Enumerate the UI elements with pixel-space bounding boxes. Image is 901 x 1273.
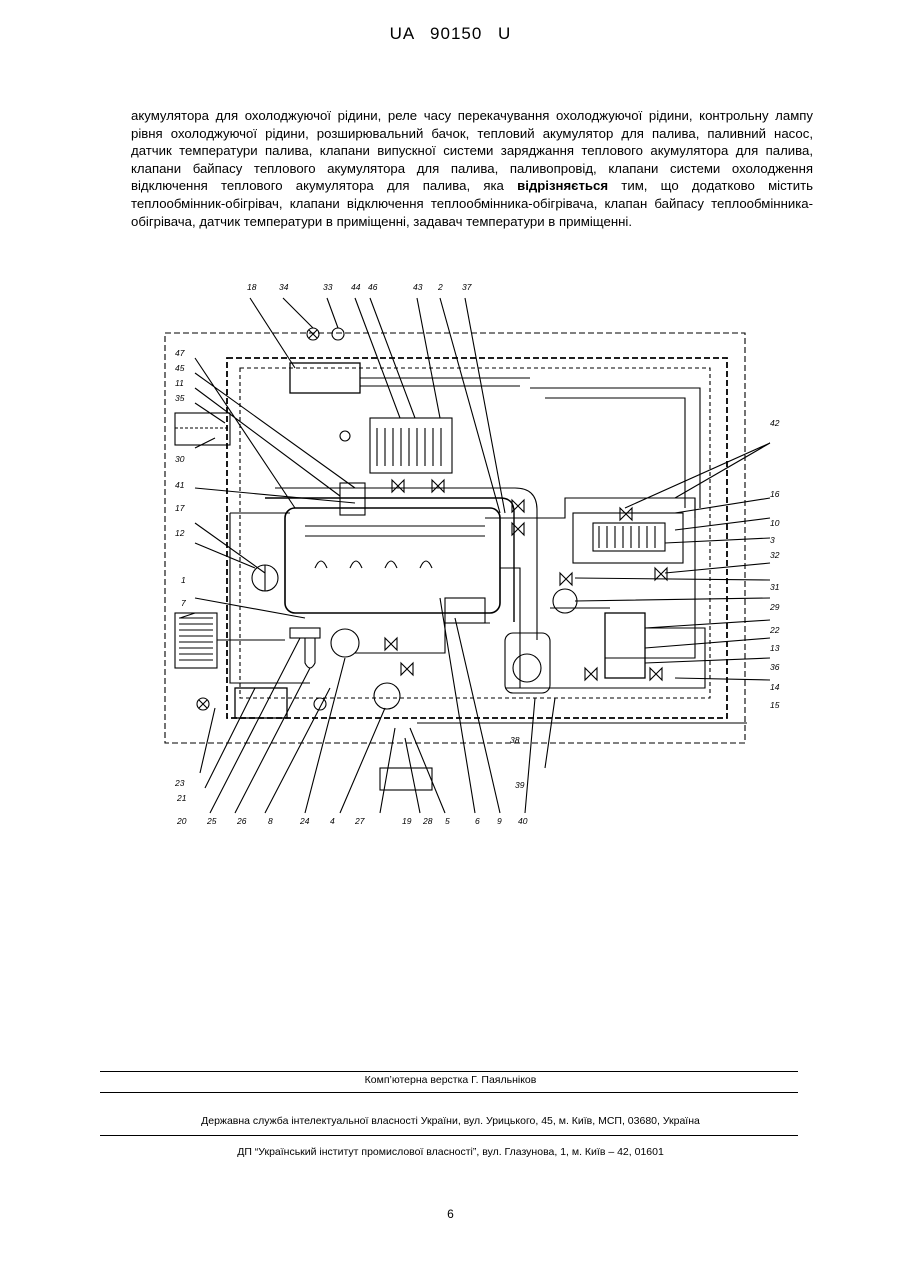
system-schematic-figure: 18 34 33 44 46 43 2 37 47 45 11 35 30 41… <box>155 268 805 833</box>
fig-label: 28 <box>422 816 433 826</box>
fuel-heat-accumulator <box>605 613 645 678</box>
fig-label: 41 <box>175 480 185 490</box>
fig-label: 1 <box>181 575 186 585</box>
fig-label: 9 <box>497 816 502 826</box>
fig-label: 15 <box>770 700 780 710</box>
institute-address: ДП “Український інститут промислової вла… <box>0 1146 901 1158</box>
fig-label: 29 <box>769 602 780 612</box>
outer-dashed-loop <box>165 333 745 743</box>
fig-label: 47 <box>175 348 185 358</box>
circulation-pump <box>513 654 541 682</box>
fig-label: 17 <box>175 503 185 513</box>
fig-label: 18 <box>247 282 257 292</box>
fig-label: 11 <box>175 378 184 388</box>
fig-label: 33 <box>323 282 333 292</box>
fuel-pump <box>374 683 400 709</box>
fig-label: 5 <box>445 816 450 826</box>
fig-label: 39 <box>515 780 525 790</box>
fig-label: 3 <box>770 535 775 545</box>
fig-label: 12 <box>175 528 185 538</box>
schematic-drawing: 18 34 33 44 46 43 2 37 47 45 11 35 30 41… <box>155 268 805 828</box>
engine-block <box>285 508 500 613</box>
page-number: 6 <box>0 1207 901 1221</box>
fig-label: 13 <box>770 643 780 653</box>
fig-label: 23 <box>174 778 185 788</box>
fig-label: 46 <box>368 282 378 292</box>
heater-radiator <box>370 418 452 473</box>
heat-exchanger-heater <box>573 513 683 563</box>
fig-label: 43 <box>413 282 423 292</box>
gauge-indicator-icon <box>332 328 344 340</box>
fig-label: 21 <box>176 793 187 803</box>
fig-label: 45 <box>175 363 185 373</box>
fig-label: 16 <box>770 489 780 499</box>
footer-divider <box>100 1071 798 1072</box>
fig-label: 4 <box>330 816 335 826</box>
agency-address: Державна служба інтелектуальної власност… <box>0 1115 901 1127</box>
footer-divider <box>100 1135 798 1136</box>
claim-text: акумулятора для охолоджуючої рідини, рел… <box>131 107 813 230</box>
fig-label: 25 <box>206 816 217 826</box>
fig-label: 38 <box>510 735 520 745</box>
fig-label: 37 <box>462 282 472 292</box>
fig-label: 36 <box>770 662 780 672</box>
typesetting-credit: Комп’ютерна верстка Г. Паяльніков <box>0 1074 901 1086</box>
fig-label: 42 <box>770 418 780 428</box>
fig-label: 19 <box>402 816 412 826</box>
fig-label: 20 <box>176 816 187 826</box>
fig-label: 22 <box>769 625 780 635</box>
control-dashed-loop <box>227 358 727 718</box>
fig-label: 2 <box>437 282 443 292</box>
engine-sensor-box <box>445 598 485 623</box>
expansion-tank <box>175 413 230 445</box>
fig-label: 31 <box>770 582 780 592</box>
fig-label: 7 <box>181 598 186 608</box>
claim-bold-word: відрізняється <box>517 178 608 193</box>
coolant-pump-right <box>553 589 577 613</box>
fig-label: 32 <box>770 550 780 560</box>
fig-label: 30 <box>175 454 185 464</box>
fig-label: 10 <box>770 518 780 528</box>
water-pump <box>331 629 359 657</box>
patent-number-header: UA 90150 U <box>0 24 901 44</box>
footer-divider <box>100 1092 798 1093</box>
fig-label: 27 <box>354 816 365 826</box>
fig-label: 44 <box>351 282 361 292</box>
fig-label: 26 <box>236 816 247 826</box>
fig-label: 6 <box>475 816 480 826</box>
fig-label: 35 <box>175 393 185 403</box>
fig-label: 40 <box>518 816 528 826</box>
fig-label: 34 <box>279 282 289 292</box>
fig-label: 24 <box>299 816 310 826</box>
fig-label: 14 <box>770 682 780 692</box>
fig-label: 8 <box>268 816 273 826</box>
